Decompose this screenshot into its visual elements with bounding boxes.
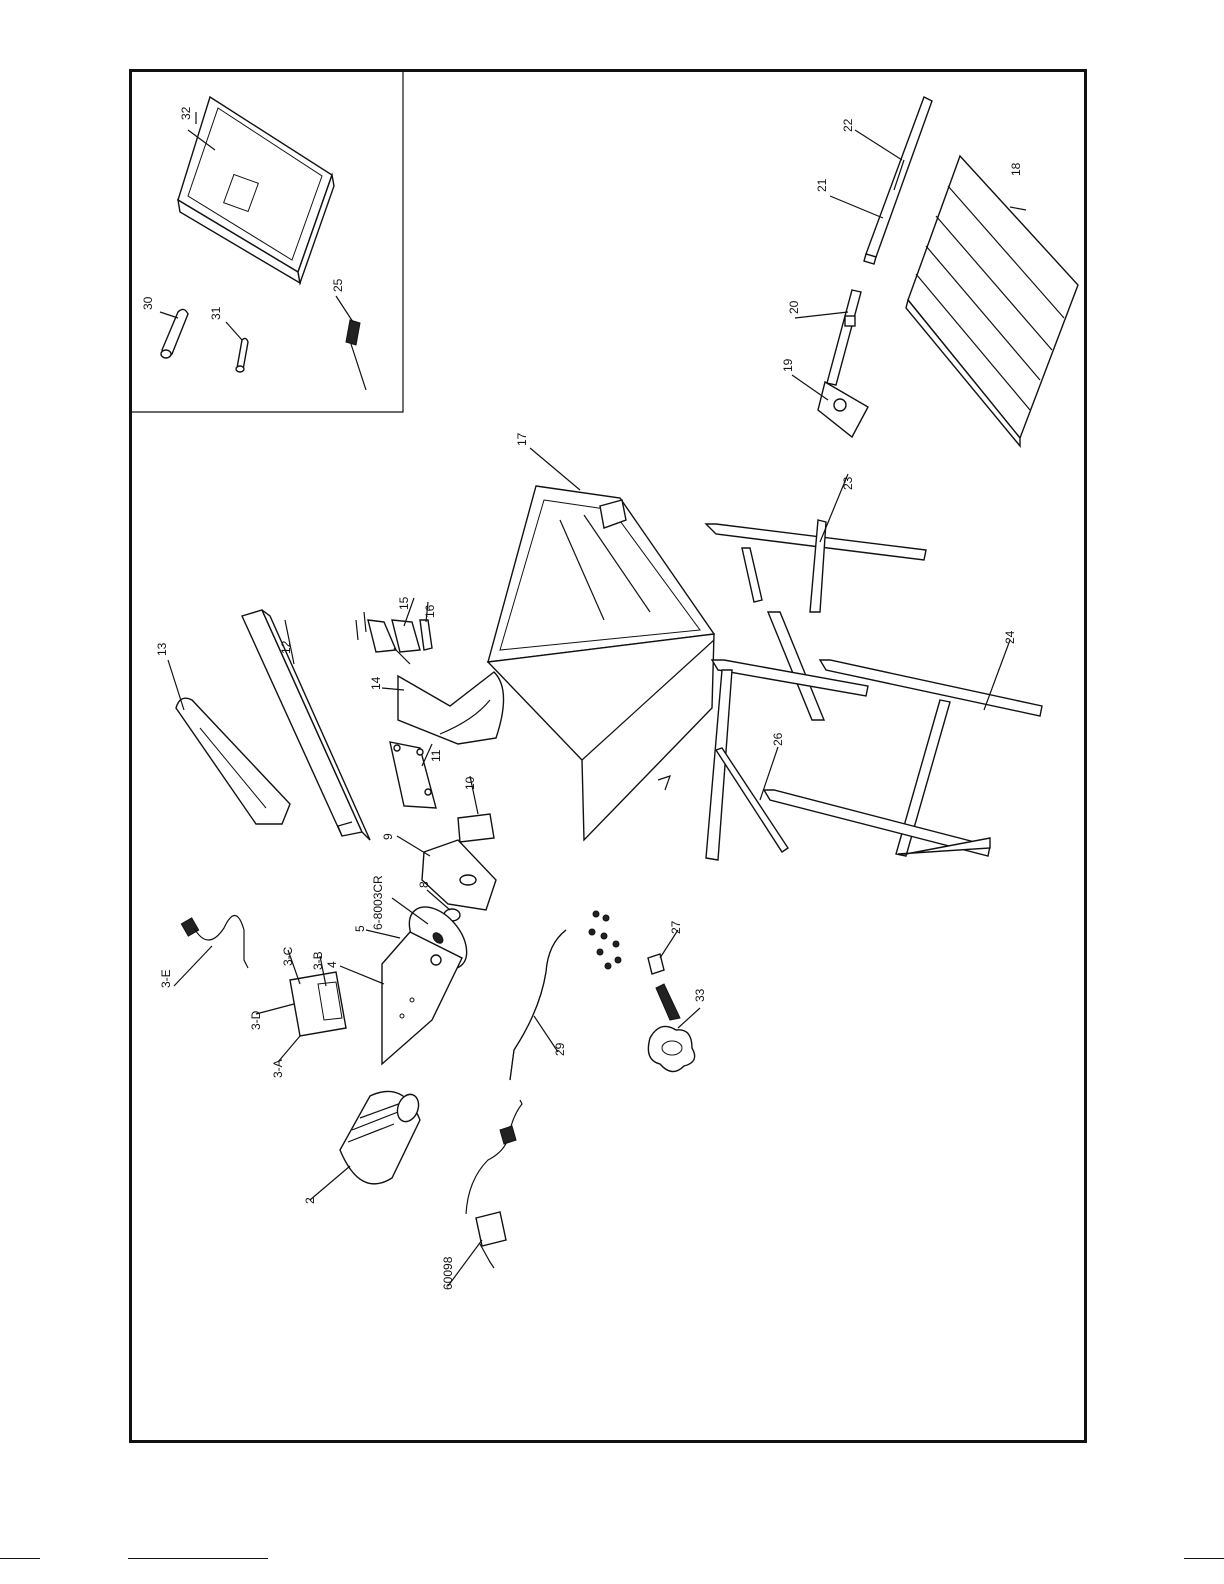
part-32-water-tray [178, 97, 334, 283]
label-25: 25 [331, 278, 345, 292]
label-14: 14 [369, 676, 383, 690]
footer-rule-right [1184, 1558, 1224, 1559]
label-26: 26 [771, 732, 785, 746]
label-15: 15 [397, 596, 411, 610]
part-10-plate [458, 814, 494, 842]
part-27-hardware [589, 911, 664, 974]
label-30: 30 [141, 296, 155, 310]
leader-21 [830, 196, 883, 218]
part-31-pin [236, 338, 248, 372]
leader-33 [678, 1008, 700, 1028]
label-2: 2 [303, 1197, 317, 1204]
label-3-d: 3-D [249, 1010, 263, 1030]
label-32: 32 [179, 106, 193, 120]
leader-5 [366, 930, 400, 938]
leader-9 [397, 836, 430, 856]
part-21-22-rails [864, 97, 932, 264]
label-12: 12 [279, 640, 293, 654]
leader-19 [792, 375, 828, 400]
label-3-b: 3-B [311, 951, 325, 970]
label-11: 11 [429, 749, 443, 762]
part-23-rear-stand [706, 520, 926, 720]
part-3-e-power-cord [181, 915, 248, 968]
part-29-water-hose [510, 930, 566, 1080]
label-6-8003cr: 6-8003CR [371, 875, 385, 930]
leader-30 [160, 312, 178, 318]
label-17: 17 [515, 432, 529, 446]
part-17-main-frame [488, 486, 714, 840]
label-18: 18 [1009, 162, 1023, 176]
label-60098: 60098 [441, 1256, 455, 1290]
label-22: 22 [841, 118, 855, 132]
leader-25 [336, 296, 353, 322]
part-14-side-plate [398, 672, 504, 744]
leader-2 [310, 1166, 350, 1200]
footer-rule-left [0, 1558, 40, 1559]
label-4: 4 [325, 961, 339, 968]
label-3-e: 3-E [159, 969, 173, 988]
leader-3-a [278, 1036, 300, 1062]
leader-4 [340, 966, 384, 984]
label-23: 23 [841, 476, 855, 490]
leader-3-e [174, 946, 212, 986]
leader-13 [168, 660, 184, 710]
label-31: 31 [209, 306, 223, 320]
leader-18 [1010, 207, 1026, 210]
label-19: 19 [781, 358, 795, 372]
label-3-c: 3-C [281, 946, 295, 966]
part-4-motor-mount [382, 932, 462, 1064]
label-20: 20 [787, 300, 801, 314]
leader-31 [226, 322, 242, 340]
part-25-screwdriver [346, 320, 366, 390]
label-9: 9 [381, 833, 395, 840]
label-33: 33 [693, 988, 707, 1002]
label-10: 10 [463, 776, 477, 790]
part-18-table-extension [906, 156, 1078, 446]
footer-rule-center [128, 1558, 268, 1559]
label-13: 13 [155, 642, 169, 656]
part-15-16-clamp [356, 612, 432, 664]
leader-20 [795, 312, 848, 318]
part-13-blade-guard [176, 698, 290, 824]
label-3-a: 3-A [271, 1059, 285, 1078]
part-9-blade-housing [422, 840, 496, 910]
label-21: 21 [815, 178, 829, 192]
leader-22 [855, 130, 902, 160]
part-3-switch-box [290, 972, 346, 1036]
label-24: 24 [1003, 630, 1017, 644]
part-60098-water-pump [466, 1100, 522, 1268]
label-27: 27 [669, 920, 683, 934]
part-2-motor [340, 1091, 422, 1183]
label-16: 16 [423, 604, 437, 618]
label-29: 29 [553, 1042, 567, 1056]
leader-17 [530, 448, 580, 490]
label-5: 5 [353, 925, 367, 932]
label-8: 8 [417, 881, 431, 888]
part-33-knob [648, 984, 694, 1072]
